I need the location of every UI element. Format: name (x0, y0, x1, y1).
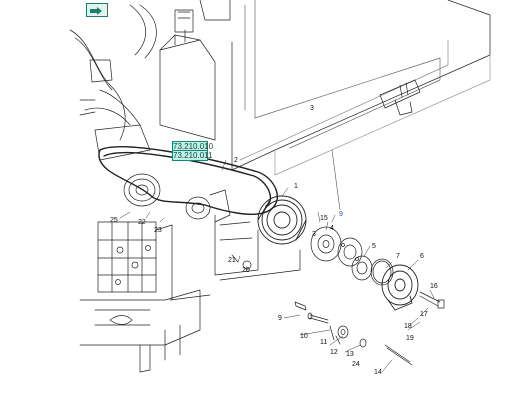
frame-panel (231, 0, 491, 176)
callout-9: 9 (278, 315, 282, 322)
lower-frame (79, 249, 301, 373)
callout-18: 18 (404, 323, 412, 330)
callout-17: 17 (420, 311, 428, 318)
callout-23: 23 (154, 227, 162, 234)
callout-12: 12 (330, 349, 338, 356)
callout-11: 11 (320, 339, 327, 346)
callout-10: 10 (300, 333, 308, 340)
hose-assembly (69, 29, 151, 161)
callout-2: 2 (234, 157, 238, 164)
callout-19: 19 (406, 335, 414, 342)
navigate-button[interactable] (86, 3, 108, 17)
screw (294, 301, 341, 345)
callout-3: 3 (312, 231, 316, 238)
support-bracket (214, 214, 259, 276)
frame-label: 3 (310, 105, 314, 112)
callout-4: 4 (330, 225, 334, 232)
callout-20: 20 (242, 267, 250, 274)
callout-6: 6 (420, 253, 424, 260)
pin (307, 312, 329, 324)
leader-lines (119, 149, 435, 373)
pulley-housing (381, 264, 419, 311)
flange (337, 237, 363, 267)
navigate-icon (90, 7, 102, 15)
callout-25: 25 (110, 217, 118, 224)
callout-16: 16 (430, 283, 438, 290)
callout-7: 7 (396, 253, 400, 260)
callout-24: 24 (352, 361, 360, 368)
callout-15: 15 (320, 215, 328, 222)
callout-14: 14 (374, 369, 382, 376)
ref-link-73-210-011[interactable]: 73.210.011 (172, 150, 213, 161)
valve-block (97, 221, 173, 301)
shaft (384, 344, 413, 366)
hydraulic-tank (129, 0, 231, 141)
hub-plate (310, 226, 342, 262)
gear (337, 325, 349, 339)
callout-22: 22 (138, 219, 146, 226)
pulley-large (123, 173, 161, 207)
callout-13: 13 (346, 351, 354, 358)
bearing (351, 255, 373, 281)
drive-belt (98, 146, 278, 215)
pulley-main (257, 195, 307, 245)
callout-1: 1 (294, 183, 298, 190)
callout-8-highlight[interactable]: 9 (339, 211, 343, 218)
callout-21: 21 (228, 257, 236, 264)
bolt (419, 291, 445, 309)
pulley-idler (185, 189, 231, 223)
washer (359, 338, 367, 348)
callout-5: 5 (372, 243, 376, 250)
